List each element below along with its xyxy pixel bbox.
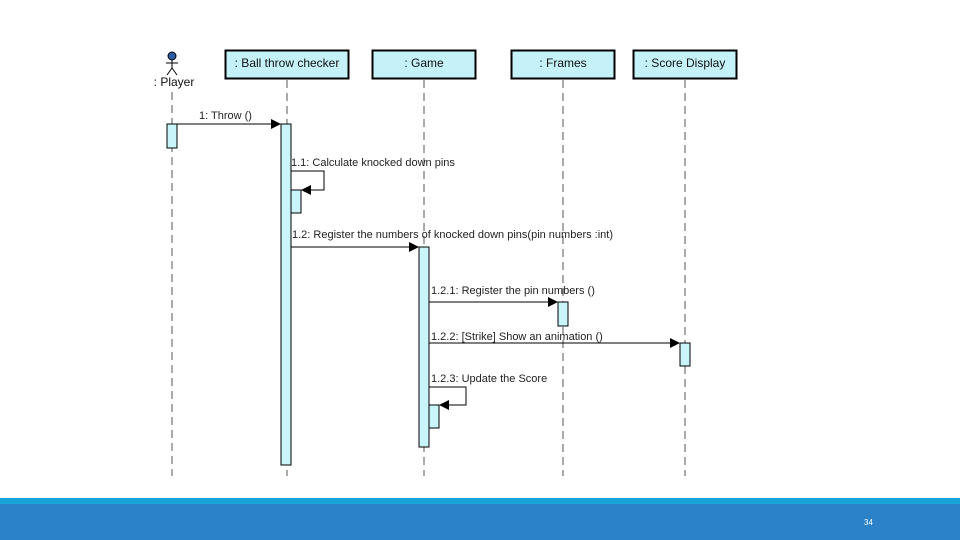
activation-ball-throw-checker: [280, 123, 292, 466]
activation-game-self: [428, 404, 440, 429]
message-label: 1.2.3: Update the Score: [431, 373, 547, 385]
message-register-numbers: 1.2: Register the numbers of knocked dow…: [291, 229, 613, 252]
activation-player: [166, 123, 178, 149]
footer-bar: 34: [0, 498, 960, 540]
message-register-pin-numbers: 1.2.1: Register the pin numbers (): [429, 285, 595, 307]
message-label: 1.1: Calculate knocked down pins: [291, 157, 455, 169]
participant-game: : Game: [371, 49, 477, 80]
message-update-score: 1.2.3: Update the Score: [429, 373, 547, 410]
message-label: 1: Throw (): [199, 110, 252, 122]
activation-ball-throw-checker-self: [290, 189, 302, 214]
participant-label: : Game: [404, 56, 444, 70]
participant-ball-throw-checker: : Ball throw checker: [224, 49, 350, 80]
message-label: 1.2: Register the numbers of knocked dow…: [292, 229, 613, 241]
activation-frames: [557, 301, 569, 327]
message-show-animation: 1.2.2: [Strike] Show an animation (): [429, 331, 680, 348]
player-actor: : Player: [154, 51, 195, 89]
actor-head-icon: [167, 51, 177, 61]
participant-label: : Ball throw checker: [235, 56, 340, 70]
participant-label: : Frames: [539, 56, 586, 70]
sequence-diagram: : Player : Ball throw checker : Game : F…: [154, 49, 738, 476]
footer-stripe: [0, 498, 960, 504]
participant-score-display: : Score Display: [632, 49, 738, 80]
activation-game: [418, 246, 430, 448]
activation-score-display: [679, 342, 691, 367]
page-number: 34: [864, 518, 873, 527]
actor-label: : Player: [154, 75, 195, 89]
activations: [166, 123, 691, 466]
message-label: 1.2.1: Register the pin numbers (): [431, 285, 595, 297]
message-label: 1.2.2: [Strike] Show an animation (): [431, 331, 603, 343]
participant-frames: : Frames: [510, 49, 616, 80]
message-throw: 1: Throw (): [177, 110, 281, 129]
message-calculate-knocked-down-pins: 1.1: Calculate knocked down pins: [291, 157, 455, 195]
participant-label: : Score Display: [645, 56, 726, 70]
